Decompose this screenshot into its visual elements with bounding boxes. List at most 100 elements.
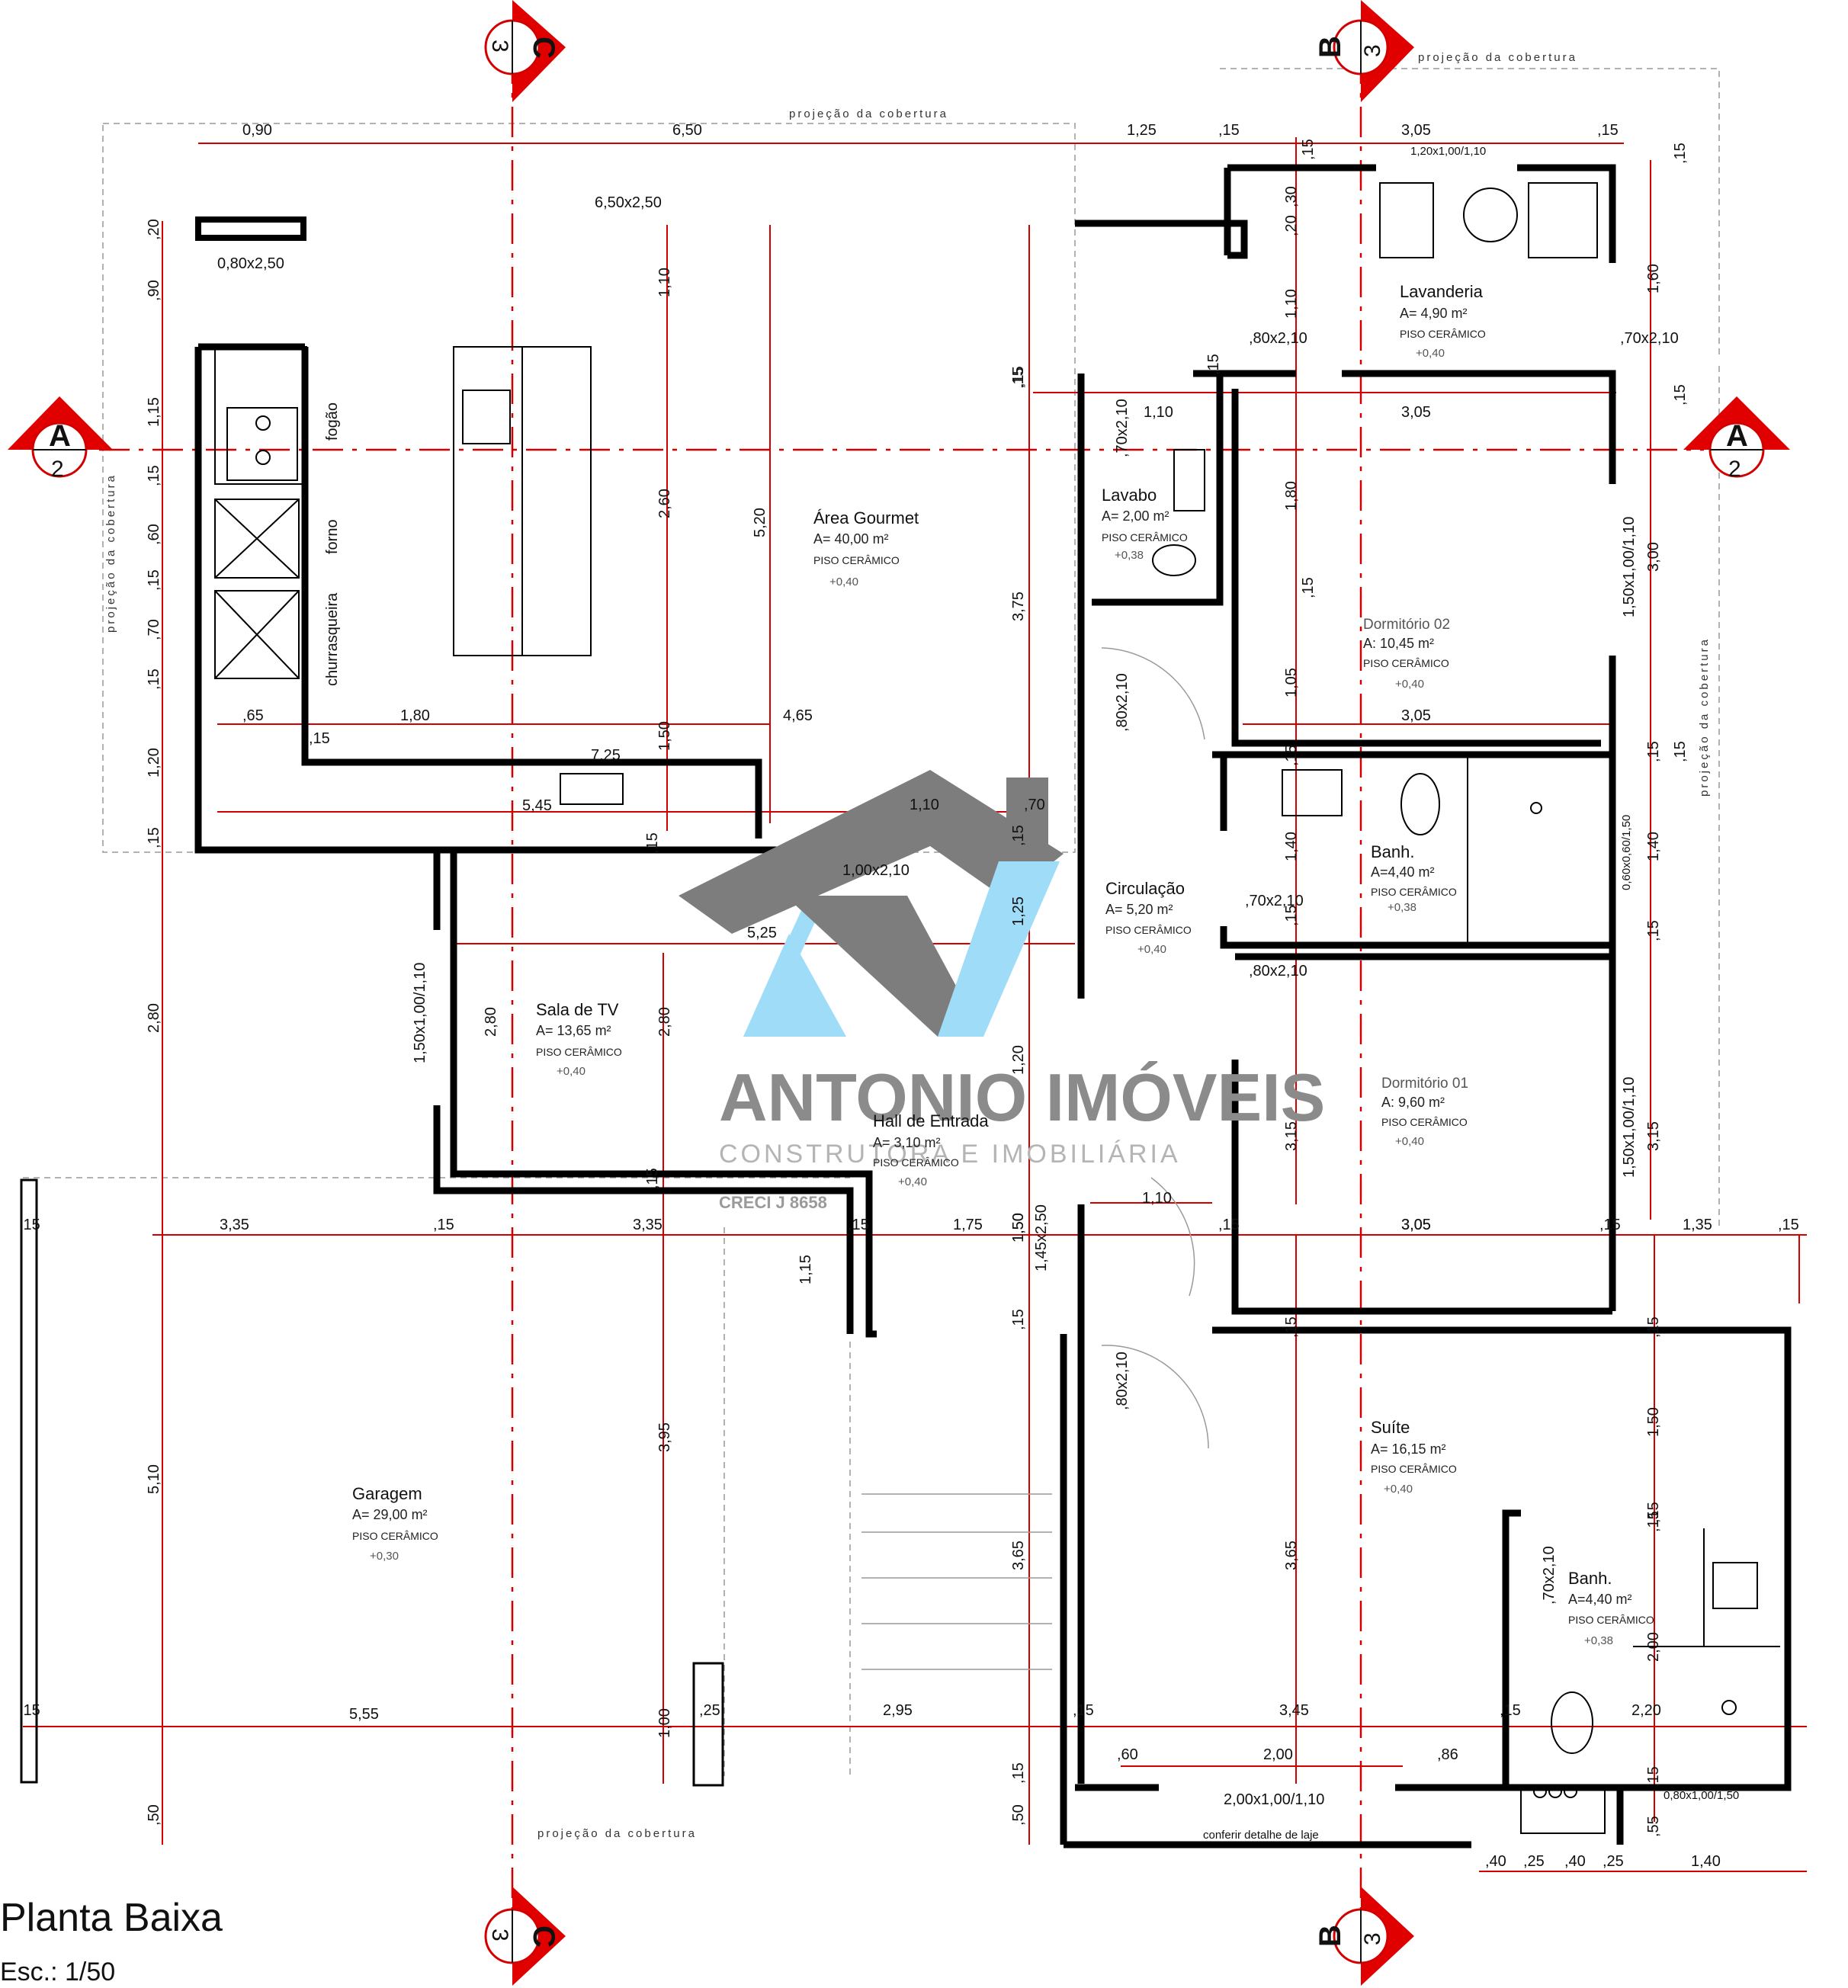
roof-projection-label-right: projeção da cobertura xyxy=(1698,637,1711,797)
svg-text:5,55: 5,55 xyxy=(349,1706,379,1723)
svg-text:PISO CERÂMICO: PISO CERÂMICO xyxy=(352,1530,438,1542)
svg-text:+0,30: +0,30 xyxy=(370,1550,399,1563)
svg-text:2,20: 2,20 xyxy=(1631,1702,1661,1719)
svg-text:1,25: 1,25 xyxy=(1010,896,1027,926)
svg-text:PISO CERÂMICO: PISO CERÂMICO xyxy=(873,1156,959,1169)
svg-text:,80x2,10: ,80x2,10 xyxy=(1249,330,1307,347)
svg-text:,20: ,20 xyxy=(146,219,162,240)
svg-text:A= 3,10 m²: A= 3,10 m² xyxy=(873,1135,941,1150)
room-garagem: Garagem A= 29,00 m² PISO CERÂMICO +0,30 xyxy=(352,1484,438,1563)
svg-text:1,10: 1,10 xyxy=(910,797,939,813)
fixture-fogao: fogão xyxy=(324,402,341,441)
svg-text:3,00: 3,00 xyxy=(1645,542,1662,572)
svg-text:3,15: 3,15 xyxy=(1645,1121,1662,1151)
svg-text:0,80x2,50: 0,80x2,50 xyxy=(217,255,284,272)
svg-text:,30: ,30 xyxy=(1283,186,1300,207)
svg-text:2,80: 2,80 xyxy=(146,1003,162,1033)
svg-text:1,45x2,50: 1,45x2,50 xyxy=(1033,1204,1050,1271)
svg-text:A=4,40 m²: A=4,40 m² xyxy=(1371,864,1435,880)
svg-text:0,80x1,00/1,50: 0,80x1,00/1,50 xyxy=(1664,1789,1739,1802)
svg-text:,15: ,15 xyxy=(1283,745,1300,766)
svg-text:PISO CERÂMICO: PISO CERÂMICO xyxy=(1568,1614,1654,1626)
section-marker-b-bottom xyxy=(1333,1887,1414,1986)
svg-text:3,45: 3,45 xyxy=(1279,1702,1309,1719)
svg-text:3,65: 3,65 xyxy=(1010,1541,1027,1570)
svg-text:2,00: 2,00 xyxy=(1645,1632,1662,1662)
svg-text:,15: ,15 xyxy=(1283,1316,1300,1338)
svg-text:,15: ,15 xyxy=(1300,577,1317,598)
svg-text:Banh.: Banh. xyxy=(1568,1569,1612,1588)
svg-text:,60: ,60 xyxy=(1117,1746,1138,1763)
svg-text:PISO CERÂMICO: PISO CERÂMICO xyxy=(1371,1463,1457,1475)
svg-text:+0,40: +0,40 xyxy=(1137,943,1166,956)
roof-projection-label-left: projeção da cobertura xyxy=(104,473,117,633)
svg-text:1,15: 1,15 xyxy=(797,1255,814,1284)
marker-b-top-number: 3 xyxy=(1360,44,1385,57)
svg-text:6,50x2,50: 6,50x2,50 xyxy=(595,194,662,211)
svg-text:,15: ,15 xyxy=(1645,1511,1662,1532)
svg-text:A= 16,15 m²: A= 16,15 m² xyxy=(1371,1441,1446,1457)
room-dormitorio-01: Dormitório 01 A: 9,60 m² PISO CERÂMICO +… xyxy=(1381,1076,1468,1148)
svg-text:2,80: 2,80 xyxy=(656,1007,673,1037)
svg-text:,15: ,15 xyxy=(146,569,162,591)
svg-text:1,50x1,00/1,10: 1,50x1,00/1,10 xyxy=(1621,517,1638,617)
section-lines xyxy=(99,53,1704,1921)
svg-text:,15: ,15 xyxy=(1500,1702,1521,1719)
svg-text:7,25: 7,25 xyxy=(591,747,621,764)
svg-text:4,65: 4,65 xyxy=(783,707,813,724)
svg-text:2,95: 2,95 xyxy=(883,1702,913,1719)
svg-text:Lavanderia: Lavanderia xyxy=(1400,282,1484,301)
svg-text:2,80: 2,80 xyxy=(483,1007,499,1037)
slab-note: conferir detalhe de laje xyxy=(1203,1829,1319,1842)
svg-text:1,50: 1,50 xyxy=(1010,1213,1027,1242)
svg-text:,70: ,70 xyxy=(146,619,162,640)
svg-text:3,35: 3,35 xyxy=(220,1217,249,1233)
svg-text:PISO CERÂMICO: PISO CERÂMICO xyxy=(536,1046,622,1058)
svg-text:3,05: 3,05 xyxy=(1401,1217,1431,1233)
svg-text:PISO CERÂMICO: PISO CERÂMICO xyxy=(1381,1116,1468,1128)
svg-text:Banh.: Banh. xyxy=(1371,842,1415,861)
roof-projection-label-bottom: projeção da cobertura xyxy=(537,1827,697,1840)
svg-text:,15: ,15 xyxy=(1218,1217,1240,1233)
svg-text:,15: ,15 xyxy=(1645,741,1662,762)
marker-b-bottom-number: 3 xyxy=(1360,1932,1385,1945)
svg-text:,50: ,50 xyxy=(146,1804,162,1826)
svg-text:1,15: 1,15 xyxy=(146,397,162,427)
svg-text:,65: ,65 xyxy=(242,707,264,724)
marker-b-top-letter: B xyxy=(1314,36,1347,58)
svg-text:,25: ,25 xyxy=(1523,1853,1545,1870)
openings: 6,50x2,50 0,80x2,50 1,20x1,00/1,10 ,80x2… xyxy=(217,145,1739,1808)
svg-text:Circulação: Circulação xyxy=(1105,879,1185,898)
svg-text:+0,40: +0,40 xyxy=(1416,347,1445,360)
room-lavabo: Lavabo A= 2,00 m² PISO CERÂMICO +0,38 xyxy=(1102,486,1188,562)
svg-text:,15: ,15 xyxy=(1010,367,1027,389)
marker-a-left-letter: A xyxy=(49,419,71,453)
svg-text:3,65: 3,65 xyxy=(1283,1541,1300,1570)
svg-text:+0,40: +0,40 xyxy=(829,576,858,588)
section-marker-c-bottom xyxy=(484,1887,566,1986)
svg-text:,15: ,15 xyxy=(433,1217,454,1233)
svg-text:A: 9,60 m²: A: 9,60 m² xyxy=(1381,1095,1445,1110)
svg-text:1,50: 1,50 xyxy=(656,721,673,751)
svg-text:,15: ,15 xyxy=(1645,1316,1662,1338)
room-area-gourmet: Área Gourmet A= 40,00 m² PISO CERÂMICO +… xyxy=(813,508,919,588)
svg-text:Suíte: Suíte xyxy=(1371,1418,1410,1437)
svg-text:,15: ,15 xyxy=(1300,139,1317,160)
svg-text:,15: ,15 xyxy=(19,1702,40,1719)
svg-text:,80x2,10: ,80x2,10 xyxy=(1114,673,1131,732)
svg-text:2,00: 2,00 xyxy=(1263,1746,1293,1763)
svg-text:A=4,40 m²: A=4,40 m² xyxy=(1568,1592,1632,1607)
svg-text:,15: ,15 xyxy=(146,669,162,690)
room-hall-entrada: Hall de Entrada A= 3,10 m² PISO CERÂMICO… xyxy=(873,1111,989,1188)
svg-text:,80x2,10: ,80x2,10 xyxy=(1114,1352,1131,1410)
watermark-creci: CRECI J 8658 xyxy=(719,1193,827,1212)
svg-text:,15: ,15 xyxy=(1010,1309,1027,1330)
svg-text:A= 13,65 m²: A= 13,65 m² xyxy=(536,1023,611,1038)
svg-text:PISO CERÂMICO: PISO CERÂMICO xyxy=(1400,328,1486,340)
svg-text:1,35: 1,35 xyxy=(1683,1217,1712,1233)
svg-text:,15: ,15 xyxy=(1597,122,1619,139)
svg-text:3,15: 3,15 xyxy=(1283,1121,1300,1151)
svg-text:,60: ,60 xyxy=(146,524,162,545)
svg-text:1,40: 1,40 xyxy=(1691,1853,1721,1870)
